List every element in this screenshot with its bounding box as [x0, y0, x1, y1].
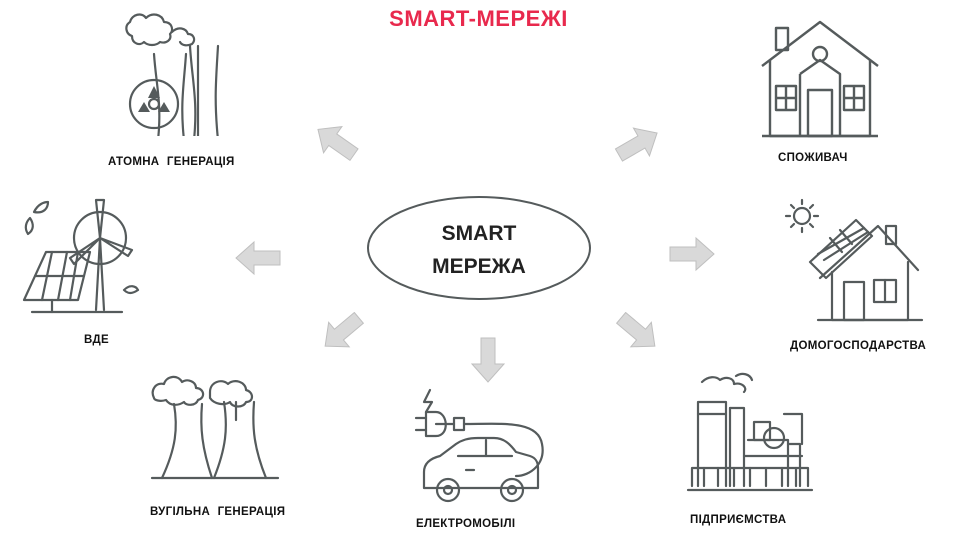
- arrow-to-nuclear: [317, 125, 359, 162]
- arrow-to-household: [669, 236, 715, 272]
- consumer-house-icon: [761, 20, 879, 138]
- arrow-to-renewable: [235, 240, 281, 276]
- nuclear-plant-icon: [125, 13, 220, 136]
- electric-car-icon: [414, 388, 544, 503]
- arrow-to-consumer: [614, 127, 658, 162]
- label-household: ДОМОГОСПОДАРСТВА: [790, 340, 927, 352]
- solar-house-icon: [784, 198, 924, 322]
- arrow-to-enterprise: [615, 312, 656, 348]
- label-coal: ВУГІЛЬНА ГЕНЕРАЦІЯ: [150, 506, 286, 518]
- label-ev: ЕЛЕКТРОМОБІЛІ: [416, 518, 516, 530]
- label-consumer: СПОЖИВАЧ: [778, 152, 848, 164]
- center-ellipse: [367, 196, 591, 300]
- label-renewable: ВДЕ: [84, 334, 109, 346]
- diagram-title: SMART-МЕРЕЖІ: [389, 6, 568, 31]
- center-label: SMART МЕРЕЖА: [366, 217, 592, 283]
- solar-wind-icon: [22, 198, 140, 314]
- label-enterprise: ПІДПРИЄМСТВА: [690, 514, 787, 526]
- label-nuclear: АТОМНА ГЕНЕРАЦІЯ: [108, 156, 235, 168]
- arrow-to-coal: [324, 312, 365, 348]
- arrow-to-ev: [470, 337, 506, 383]
- center-label-line1: SMART: [441, 222, 517, 245]
- coal-plant-icon: [150, 375, 280, 480]
- factory-icon: [686, 372, 814, 492]
- center-label-line2: МЕРЕЖА: [432, 255, 526, 278]
